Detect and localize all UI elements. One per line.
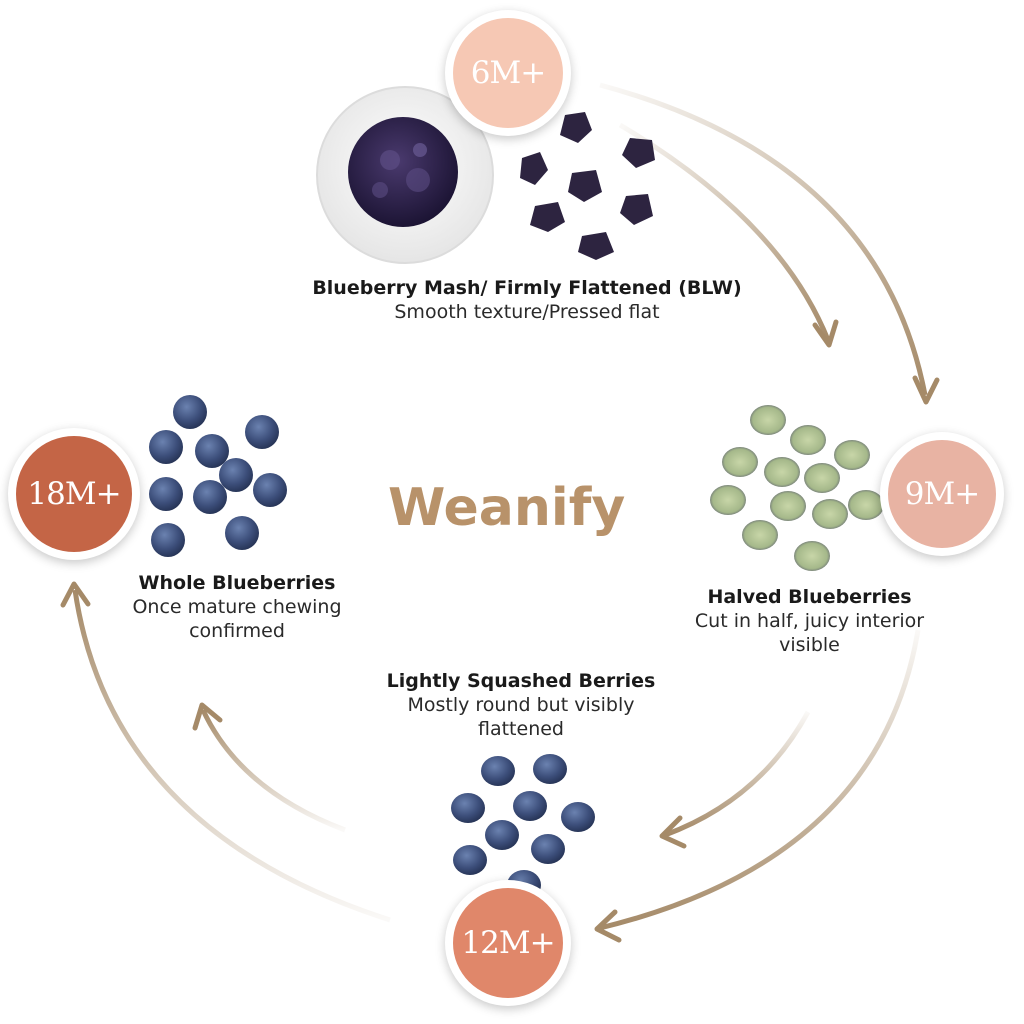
badge-18m-label: 18M+ bbox=[27, 476, 121, 512]
arrowhead bbox=[192, 702, 223, 731]
cycle-arrow-icon bbox=[618, 122, 831, 341]
badge-6m-label: 6M+ bbox=[470, 55, 546, 91]
arrowhead bbox=[60, 581, 91, 608]
weanify-logo: Weanify bbox=[388, 478, 638, 550]
arrowhead bbox=[659, 815, 687, 849]
stage-18m-label: Whole Blueberries Once mature chewing co… bbox=[106, 571, 368, 643]
arrowhead bbox=[912, 375, 940, 405]
badge-9m-label: 9M+ bbox=[904, 476, 980, 512]
whole-berries-icon bbox=[149, 395, 287, 557]
badge-12m: 12M+ bbox=[445, 880, 571, 1006]
cycle-arrow-icon bbox=[599, 82, 928, 396]
stage-9m-label: Halved Blueberries Cut in half, juicy in… bbox=[672, 585, 947, 657]
stage-18m-desc: Once mature chewing confirmed bbox=[132, 596, 342, 642]
cycle-arrow-icon bbox=[72, 589, 391, 923]
stage-9m-desc: Cut in half, juicy interior visible bbox=[694, 610, 925, 656]
stage-6m-desc: Smooth texture/Pressed flat bbox=[394, 301, 660, 323]
stage-12m-label: Lightly Squashed Berries Mostly round bu… bbox=[362, 669, 680, 741]
badge-18m: 18M+ bbox=[8, 428, 140, 560]
stage-6m-title: Blueberry Mash/ Firmly Flattened (BLW) bbox=[312, 277, 742, 299]
mash-bowl-icon bbox=[316, 86, 494, 264]
arrowhead bbox=[594, 909, 622, 943]
stage-12m-desc: Mostly round but visibly flattened bbox=[407, 694, 635, 740]
flattened-berries-icon bbox=[520, 112, 655, 260]
stage-18m-title: Whole Blueberries bbox=[138, 572, 336, 594]
arrowhead bbox=[812, 319, 839, 348]
cycle-arrow-icon bbox=[664, 710, 811, 838]
stage-9m-title: Halved Blueberries bbox=[707, 586, 912, 608]
stage-6m-label: Blueberry Mash/ Firmly Flattened (BLW) S… bbox=[262, 276, 792, 324]
halved-berries-icon bbox=[710, 405, 884, 571]
badge-9m: 9M+ bbox=[880, 432, 1004, 556]
brand-name: Weanify bbox=[388, 478, 626, 538]
cycle-arrow-icon bbox=[599, 629, 921, 931]
stage-12m-title: Lightly Squashed Berries bbox=[386, 670, 656, 692]
cycle-arrow-icon bbox=[200, 708, 346, 833]
badge-6m: 6M+ bbox=[445, 10, 571, 136]
badge-12m-label: 12M+ bbox=[461, 925, 555, 961]
squashed-berries-icon bbox=[451, 754, 595, 900]
